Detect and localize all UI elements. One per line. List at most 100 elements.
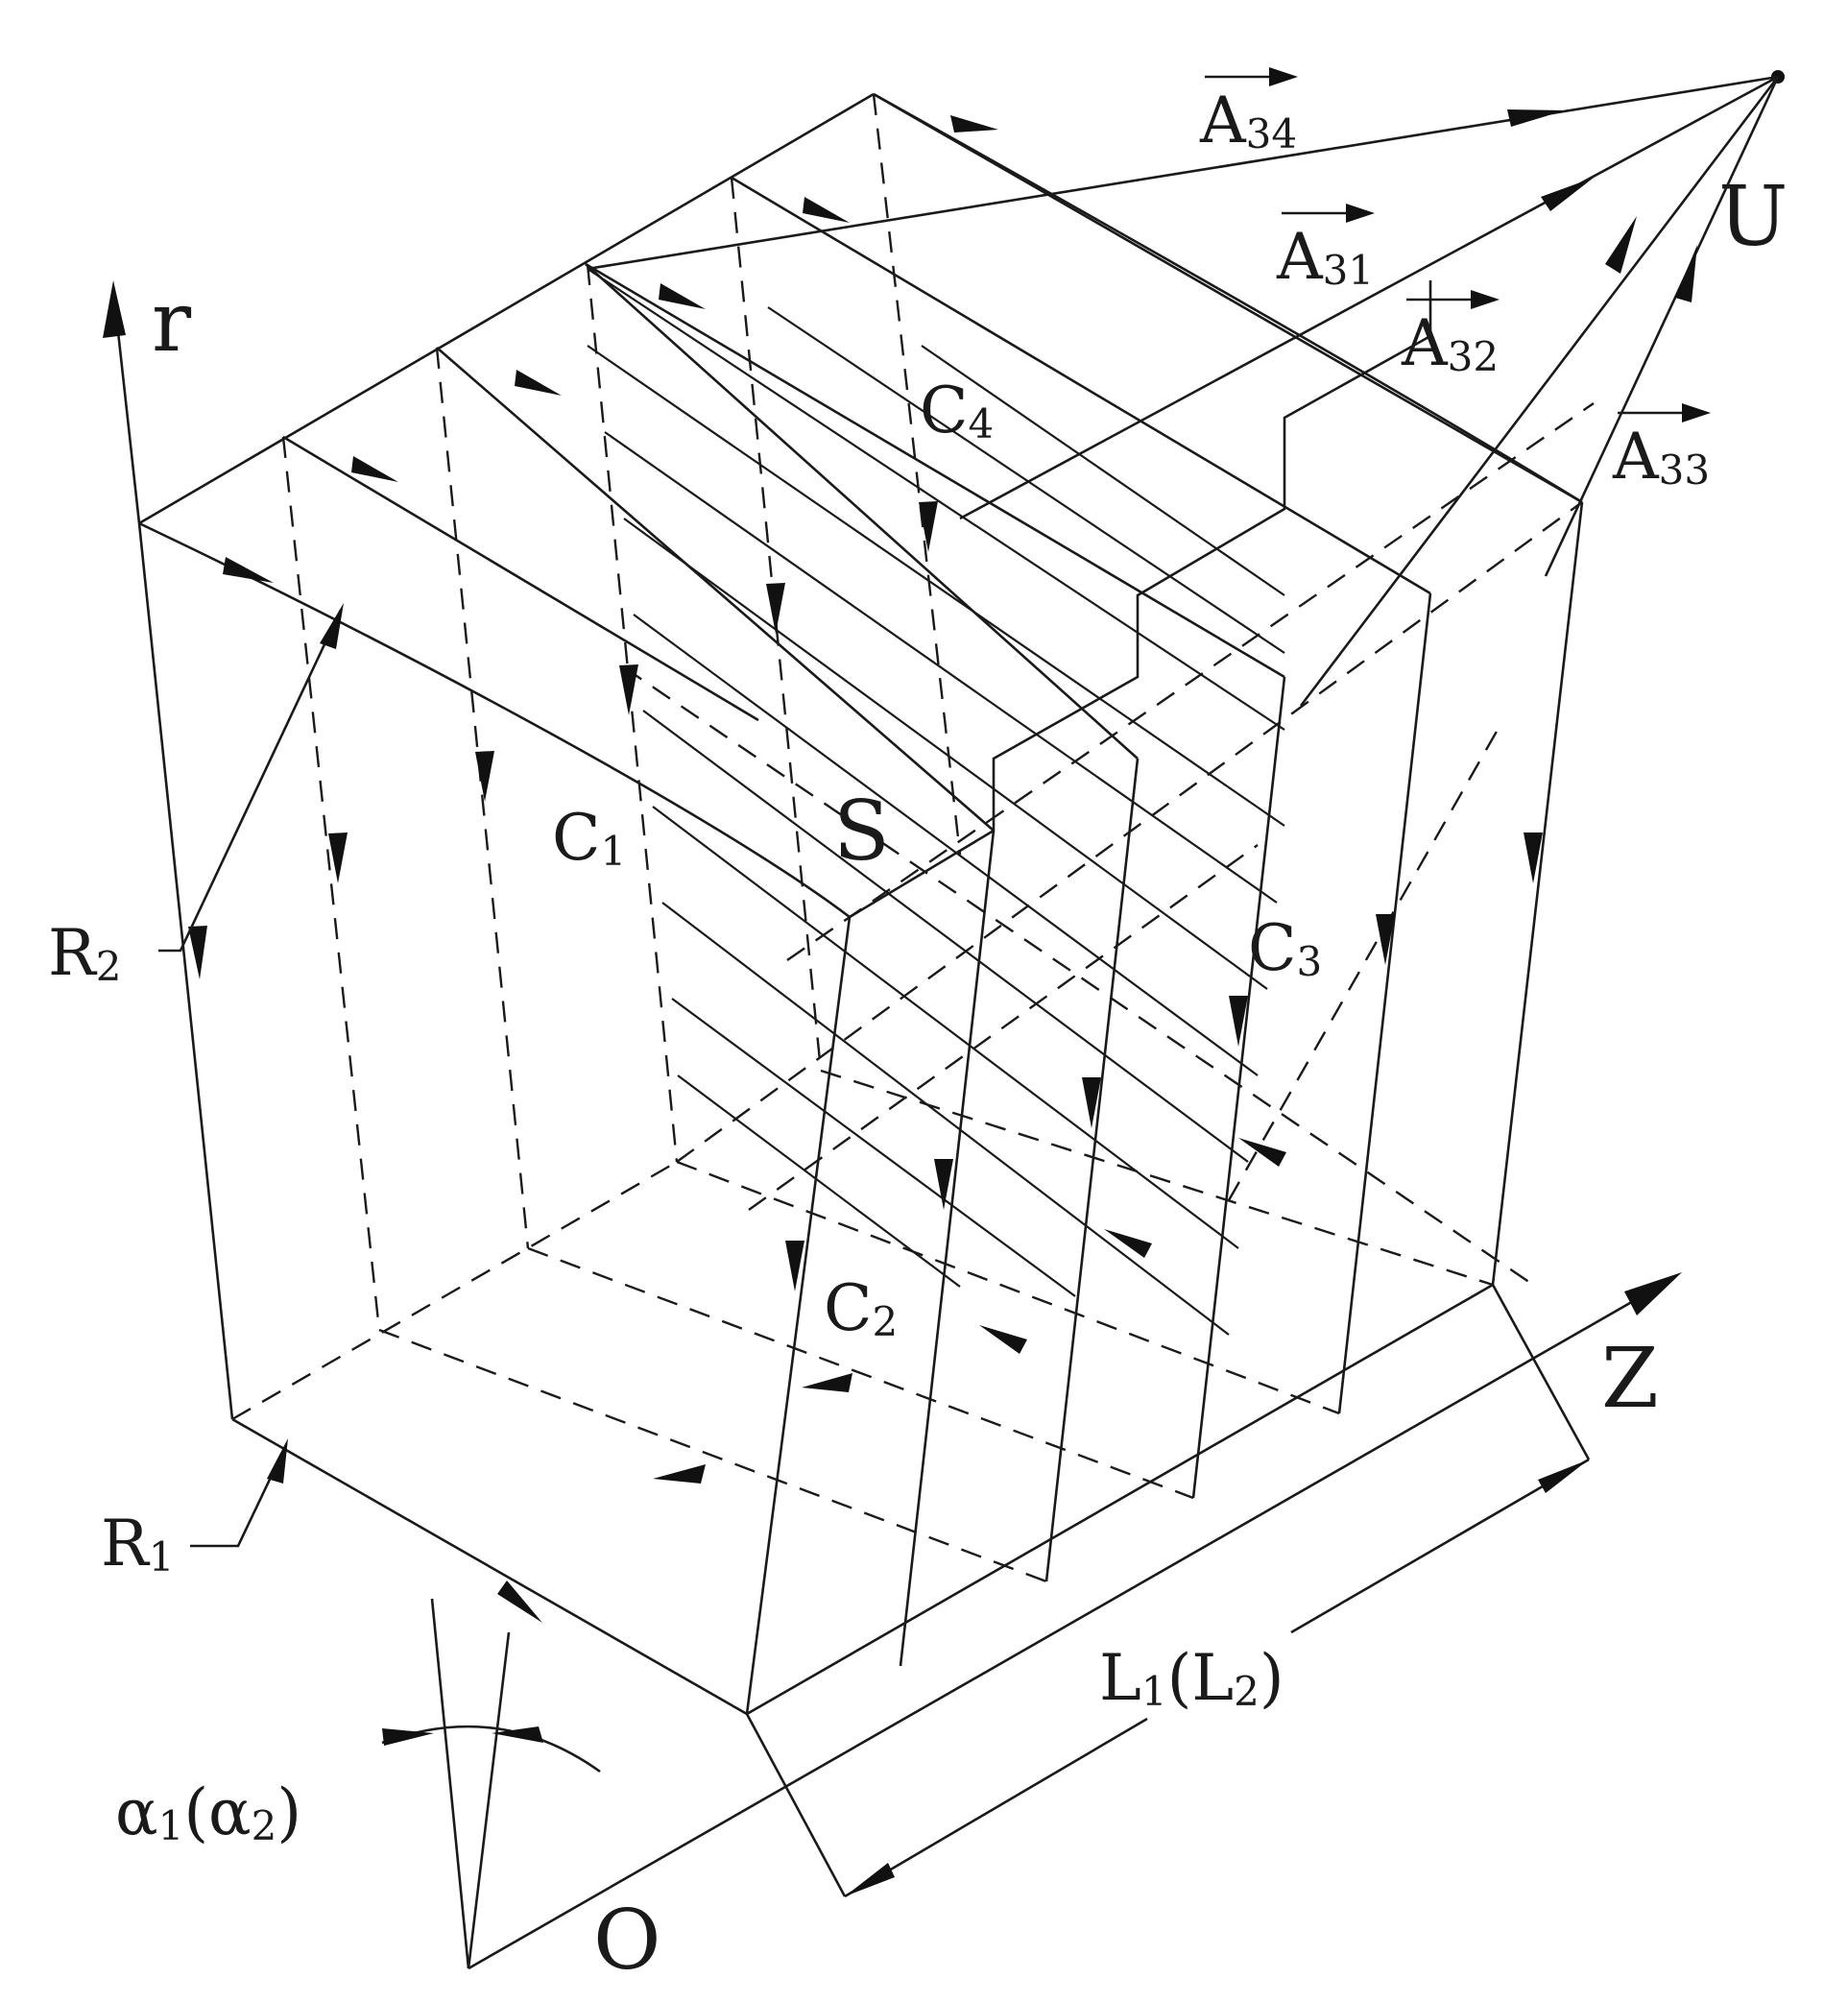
- hidden-bottom-5: [820, 1069, 1494, 1287]
- angle-arrow-left: [382, 1728, 434, 1746]
- r2-leader: [158, 609, 343, 953]
- left-face-top-curve: [138, 521, 851, 919]
- top-divider-1: [282, 435, 759, 722]
- a34-label: A34: [1199, 67, 1298, 157]
- hidden-diag-3: [623, 666, 1537, 1288]
- hidden-v-1: [281, 436, 381, 1331]
- edge-arrow-13: [785, 1241, 804, 1291]
- hidden-v-3: [586, 263, 679, 1163]
- slice-lines: [282, 263, 1432, 1667]
- a33-label: A33: [1612, 403, 1711, 494]
- left-face-front-edge: [137, 522, 234, 1420]
- hatch-5: [633, 614, 1259, 1076]
- slice-v-2: [1044, 758, 1140, 1582]
- a31-label: A31: [1276, 204, 1375, 294]
- top-divider-2: [436, 347, 995, 832]
- angle-line-left: [430, 1598, 470, 1969]
- svg-text:A31: A31: [1276, 220, 1374, 294]
- edge-arrow-16: [1229, 996, 1248, 1047]
- edge-arrow-19: [497, 1581, 542, 1623]
- hidden-diag-5: [786, 402, 1595, 961]
- l-dim-line-1: [844, 1717, 1148, 1898]
- angle-arrow-right: [492, 1726, 543, 1743]
- edge-arrow-6: [950, 115, 998, 133]
- right-face-bottom-edge: [746, 1283, 1494, 1716]
- vector-a34-arrow: [1507, 109, 1565, 127]
- r1-leader-arrow: [267, 1438, 288, 1484]
- svg-text:A33: A33: [1612, 420, 1710, 494]
- hatch-1: [587, 268, 1285, 731]
- hatch-4: [623, 518, 1268, 990]
- hidden-v-5: [872, 93, 962, 856]
- z-axis-label: Z: [1601, 1331, 1659, 1427]
- edge-arrow-20: [653, 1464, 706, 1484]
- svg-text:A34: A34: [1199, 84, 1297, 157]
- edge-arrow-1: [223, 557, 274, 583]
- top-divider-3: [585, 263, 1139, 760]
- hatch-2: [587, 345, 1285, 827]
- hidden-v-2: [435, 347, 530, 1249]
- edge-arrow-24: [1238, 1138, 1286, 1167]
- hidden-lines: [231, 93, 1595, 1583]
- block-edges: [137, 92, 1584, 1716]
- hatch-6: [642, 710, 1249, 1163]
- vectors-to-u: [587, 70, 1785, 707]
- edge-arrow-21: [802, 1373, 852, 1392]
- edge-arrow-3: [515, 370, 562, 396]
- axes: [103, 280, 1682, 1970]
- origin-label: O: [593, 1893, 661, 1989]
- top-face-back-edge: [873, 92, 1583, 504]
- vector-a34: [587, 75, 1779, 271]
- c1-label: C1: [552, 801, 626, 875]
- vector-a31: [959, 75, 1779, 520]
- hidden-bottom-4: [676, 1160, 1340, 1415]
- hidden-diag-2: [748, 844, 1259, 1211]
- c2-label: C2: [824, 1271, 898, 1345]
- slice-v-3: [1191, 676, 1286, 1499]
- a33-overarrow-head: [1682, 403, 1711, 422]
- l-dim-line-2: [1290, 1458, 1590, 1634]
- edge-arrow-18: [1524, 833, 1543, 883]
- z-axis-arrowhead: [1624, 1272, 1682, 1315]
- hidden-v-4: [730, 177, 823, 1072]
- edge-arrow-17: [1376, 914, 1395, 965]
- right-face-back-edge: [1491, 501, 1584, 1286]
- a31-overarrow-head: [1346, 204, 1375, 223]
- length-label: L1(L2): [1099, 1641, 1284, 1715]
- angle-line-right: [467, 1631, 511, 1969]
- l-dim-tick-right: [1491, 1284, 1591, 1460]
- back-step-line-2: [585, 262, 1285, 679]
- edge-arrow-4: [659, 283, 706, 309]
- slice-v-1: [899, 830, 996, 1667]
- dimension-lines: [158, 603, 1591, 1898]
- hidden-bottom-3: [527, 1246, 1194, 1500]
- right-face-top-curve: [873, 92, 1583, 504]
- step-top-edge: [849, 280, 1432, 919]
- c3-label: C3: [1248, 911, 1322, 985]
- z-axis: [468, 1275, 1676, 1970]
- hidden-diag-1: [676, 501, 1583, 1163]
- l-dim-arrow-left: [845, 1863, 895, 1896]
- r-axis-arrowhead: [103, 280, 126, 338]
- hatch-12: [921, 345, 1285, 596]
- back-step-line-1: [731, 176, 1431, 595]
- edge-arrow-10: [619, 664, 638, 715]
- edge-arrow-9: [475, 751, 494, 802]
- a32-label: A32: [1401, 290, 1500, 380]
- edge-arrow-8: [328, 833, 348, 883]
- vector-a33-arrow: [1675, 245, 1697, 302]
- hatch-7: [652, 806, 1239, 1249]
- left-face-bottom-edge: [231, 1417, 748, 1716]
- current-direction-arrows: [188, 115, 1543, 1623]
- hatch-8: [661, 902, 1230, 1336]
- edge-arrow-2: [351, 456, 398, 482]
- edge-arrow-5: [803, 197, 850, 223]
- vector-a33: [1544, 76, 1780, 577]
- edge-arrow-14: [934, 1159, 953, 1210]
- edge-arrow-12: [919, 501, 938, 552]
- vector-a31-arrow: [1541, 178, 1594, 211]
- r2-label: R2: [48, 916, 121, 990]
- slice-v-4: [1337, 592, 1432, 1414]
- r1-leader: [190, 1444, 288, 1548]
